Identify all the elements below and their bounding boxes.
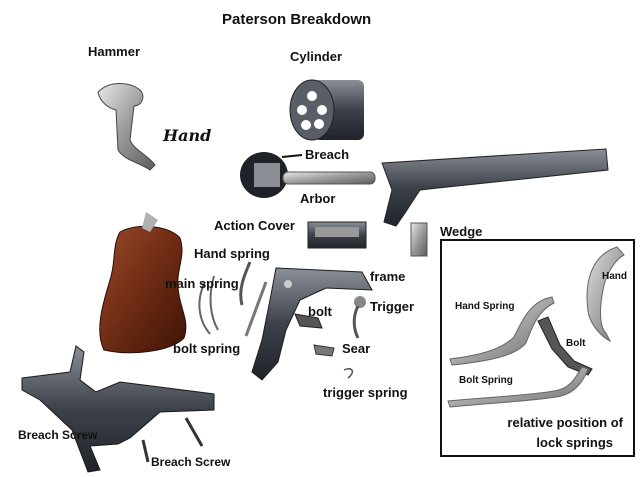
bolt-spring-part: [244, 281, 268, 337]
label-bolt-spring: bolt spring: [173, 341, 241, 356]
action-cover-part: [307, 221, 367, 249]
label-sear: Sear: [342, 341, 371, 356]
lower-frame-part: [21, 345, 215, 473]
lock-springs-inset: Hand Hand Spring Bolt Bolt Spring relati…: [440, 239, 635, 457]
wedge-part: [410, 222, 428, 257]
inset-label-bolt-spring: Bolt Spring: [459, 375, 513, 386]
breach-screw-part-2: [141, 439, 150, 463]
inset-bolt-part: [537, 316, 593, 376]
page-title: Paterson Breakdown: [222, 11, 372, 28]
label-trigger: Trigger: [370, 299, 415, 314]
inset-label-hand-spring: Hand Spring: [455, 301, 515, 312]
hand-spring-part: [239, 261, 252, 306]
inset-label-bolt: Bolt: [566, 338, 586, 349]
label-main-spring: main spring: [165, 276, 239, 291]
label-wedge: Wedge: [440, 224, 483, 239]
label-cylinder: Cylinder: [290, 49, 343, 64]
sear-part: [313, 344, 335, 357]
breach-screw-part-1: [184, 417, 204, 447]
barrel-part: [381, 148, 609, 227]
inset-hand-part: [586, 246, 625, 343]
label-action-cover: Action Cover: [214, 218, 295, 233]
label-hand: Hand: [163, 126, 212, 145]
label-bolt: bolt: [308, 304, 332, 319]
inset-hand-spring-part: [449, 296, 555, 366]
label-frame: frame: [370, 269, 406, 284]
frame-part: [251, 267, 373, 381]
label-hand-spring: Hand spring: [194, 246, 270, 261]
hammer-part: [97, 83, 156, 171]
arbor-part: [282, 171, 376, 185]
breach-leader-line: [281, 154, 303, 158]
inset-caption-line1: relative position of: [507, 415, 623, 430]
inset-caption-line2: lock springs: [536, 435, 613, 450]
breach-part: [240, 152, 288, 198]
trigger-part: [352, 296, 366, 339]
grip-part: [99, 212, 187, 354]
label-breach-screw-1: Breach Screw: [18, 428, 98, 442]
cylinder-part: [289, 79, 364, 141]
label-breach-screw-2: Breach Screw: [151, 455, 231, 469]
trigger-spring-part: [343, 367, 354, 379]
inset-label-hand: Hand: [602, 271, 627, 282]
label-arbor: Arbor: [300, 191, 336, 206]
inset-bolt-spring-part: [447, 366, 589, 408]
main-spring-part: [198, 275, 219, 335]
inset-illustration: [447, 246, 625, 408]
label-breach: Breach: [305, 147, 350, 162]
label-hammer: Hammer: [88, 44, 141, 59]
bolt-part: [294, 313, 323, 329]
label-trigger-spring: trigger spring: [323, 385, 408, 400]
